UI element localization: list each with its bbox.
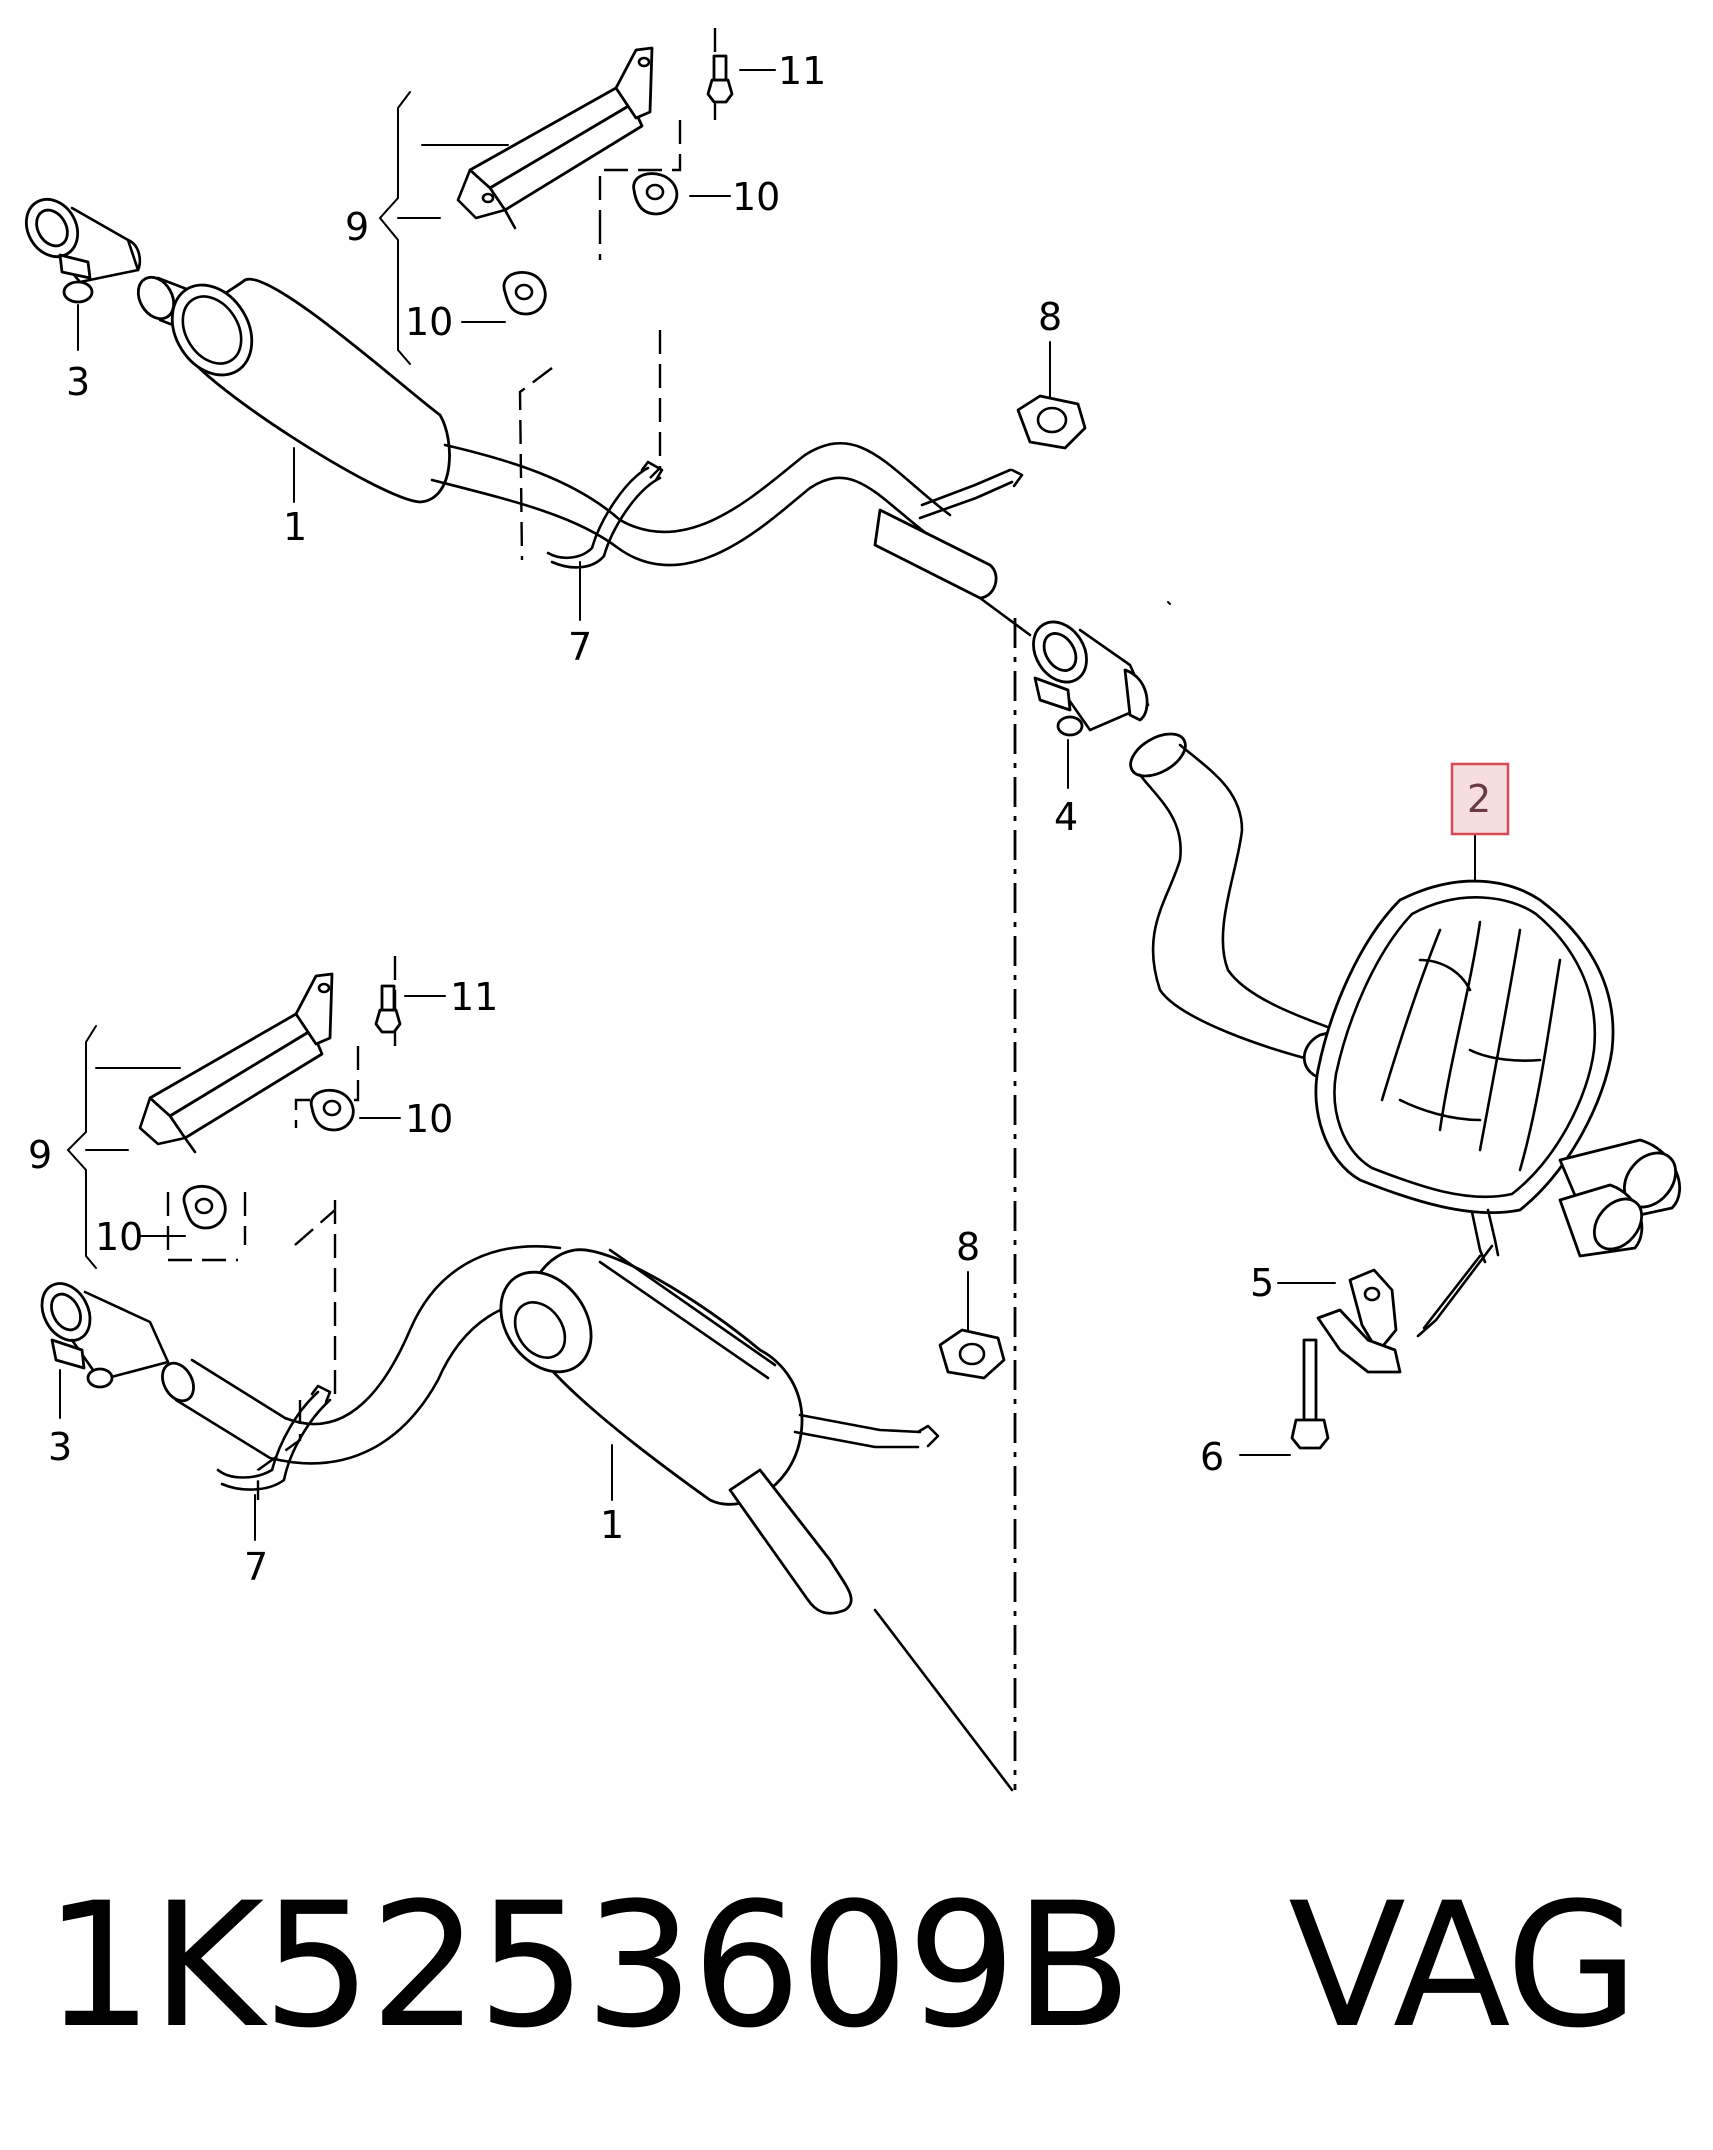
bottom-label-10b: 10	[95, 1215, 143, 1259]
top-label-1: 1	[283, 505, 307, 549]
right-assembly: 2 4 5 6	[1032, 620, 1682, 1479]
right-pipe	[1129, 732, 1332, 1064]
bottom-label-3: 3	[48, 1425, 72, 1469]
top-label-3: 3	[66, 360, 90, 404]
top-insulator-10a	[632, 172, 731, 216]
assembly-separator	[873, 601, 1171, 1792]
bottom-label-10a: 10	[405, 1097, 453, 1141]
right-label-6: 6	[1200, 1435, 1224, 1479]
rear-muffler-2	[1302, 831, 1682, 1258]
top-bolt-11	[706, 54, 776, 104]
bottom-insulator-10b	[139, 1185, 227, 1237]
top-front-muffler	[136, 275, 451, 504]
right-hanger-5	[1277, 1208, 1500, 1374]
bottom-assembly: 1 3 7 8 9 10 10 11	[28, 956, 1006, 1615]
right-bolt-6	[1239, 1338, 1330, 1456]
bottom-label-9: 9	[28, 1133, 52, 1177]
top-label-9: 9	[345, 205, 369, 249]
bottom-insulator-8	[938, 1271, 1006, 1380]
bottom-pipe	[174, 1200, 562, 1500]
bottom-insulator-10a	[309, 1088, 401, 1132]
top-insulator-10b	[461, 271, 547, 323]
bottom-label-11: 11	[450, 975, 498, 1019]
bottom-label-7: 7	[244, 1545, 268, 1589]
bottom-hanger-7	[216, 1384, 332, 1541]
right-label-2: 2	[1467, 777, 1491, 821]
top-label-8: 8	[1038, 295, 1062, 339]
top-label-10b: 10	[405, 300, 453, 344]
part-number-caption: 1K5253609B VAG	[44, 1865, 1639, 2066]
top-clamp	[24, 197, 142, 351]
right-label-5: 5	[1250, 1261, 1274, 1305]
right-clamp-4	[1032, 620, 1150, 789]
top-insulator-8	[1016, 341, 1087, 450]
top-label-7: 7	[568, 625, 592, 669]
bottom-label-1: 1	[600, 1503, 624, 1547]
right-label-4: 4	[1054, 795, 1078, 839]
top-hanger-7	[546, 460, 664, 621]
highlight-box-part-2	[1450, 762, 1510, 836]
bottom-bolt-11	[374, 984, 446, 1034]
top-assembly: 1 3 7 8 9 10 10 11	[24, 28, 1087, 669]
top-label-11: 11	[778, 49, 826, 93]
top-pipe	[430, 330, 1032, 637]
bottom-center-muffler	[499, 1248, 940, 1615]
top-bracket-9	[378, 28, 717, 365]
top-label-10a: 10	[732, 175, 780, 219]
bottom-label-8: 8	[956, 1225, 980, 1269]
bottom-clamp	[40, 1282, 195, 1419]
